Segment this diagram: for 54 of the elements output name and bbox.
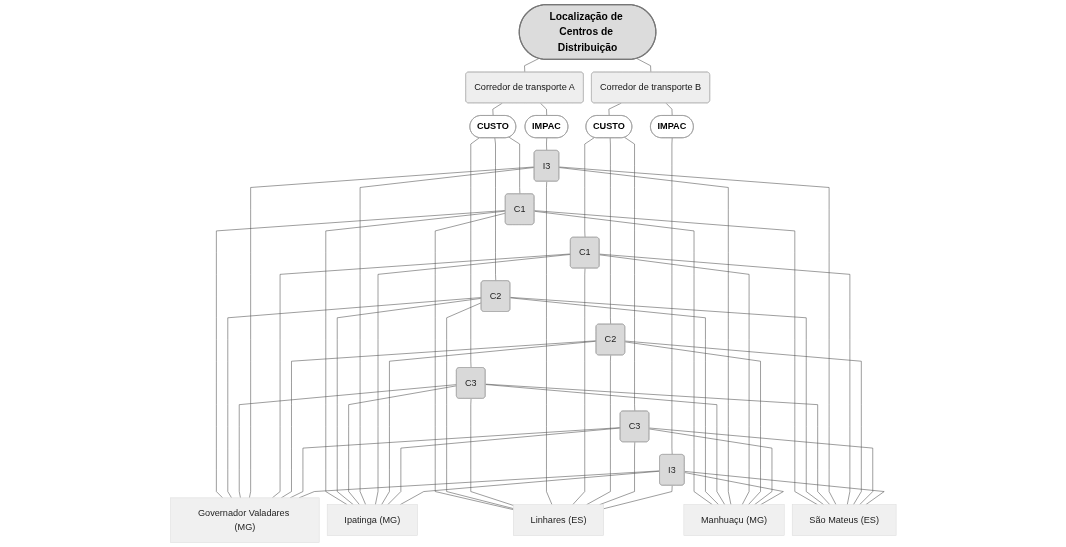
connector [446, 302, 514, 509]
connector [494, 137, 496, 282]
node-box [169, 497, 320, 543]
connector [387, 427, 621, 505]
connector [624, 137, 635, 412]
connector [539, 102, 547, 117]
connector [533, 210, 818, 505]
connector [271, 253, 571, 499]
connector [671, 137, 673, 455]
connector [624, 340, 862, 505]
connector [215, 210, 506, 499]
connector [492, 102, 503, 117]
connector [648, 428, 772, 505]
connector [470, 137, 480, 369]
connector [636, 58, 651, 73]
node-box [683, 504, 785, 536]
connector [608, 102, 622, 117]
connector [248, 166, 535, 499]
connector [598, 253, 850, 505]
node-box [791, 504, 897, 536]
connector [603, 485, 673, 510]
connector [523, 58, 539, 73]
connector [683, 472, 784, 505]
node-box [326, 504, 418, 536]
connector [624, 341, 761, 505]
connector [399, 470, 660, 505]
connector [508, 136, 520, 195]
connector [484, 383, 830, 505]
connector [374, 254, 571, 505]
connector [227, 297, 482, 499]
connector [683, 471, 885, 505]
connector [545, 181, 552, 505]
connector [533, 211, 713, 505]
connector [380, 340, 597, 505]
node-box [512, 504, 604, 536]
connector [470, 398, 514, 506]
connector [584, 137, 595, 238]
hierarchy-diagram: Localização de Centros de Distribuição Corredor de transporte A Corredor de transporte B CUSTO IMPAC C1 C2 C3 I3 CUSTO IMPAC C1 C2 C3 I3 Governador Valadares (MG) Ipatinga (MG) Linhares (ES) Manhuaçu (MG) São Mateus (ES) [165, 0, 901, 547]
connector [572, 268, 585, 505]
connector [238, 384, 457, 499]
connector [325, 210, 506, 505]
connector [648, 427, 873, 505]
connector [336, 298, 482, 505]
connector [509, 297, 824, 505]
connector [545, 137, 547, 151]
connector [359, 167, 535, 505]
connector [434, 212, 514, 510]
connector [609, 137, 611, 325]
connector [665, 102, 673, 117]
connector [598, 254, 749, 505]
connector [509, 297, 719, 505]
connector [280, 340, 597, 499]
connector [558, 166, 836, 505]
connector [348, 385, 457, 505]
